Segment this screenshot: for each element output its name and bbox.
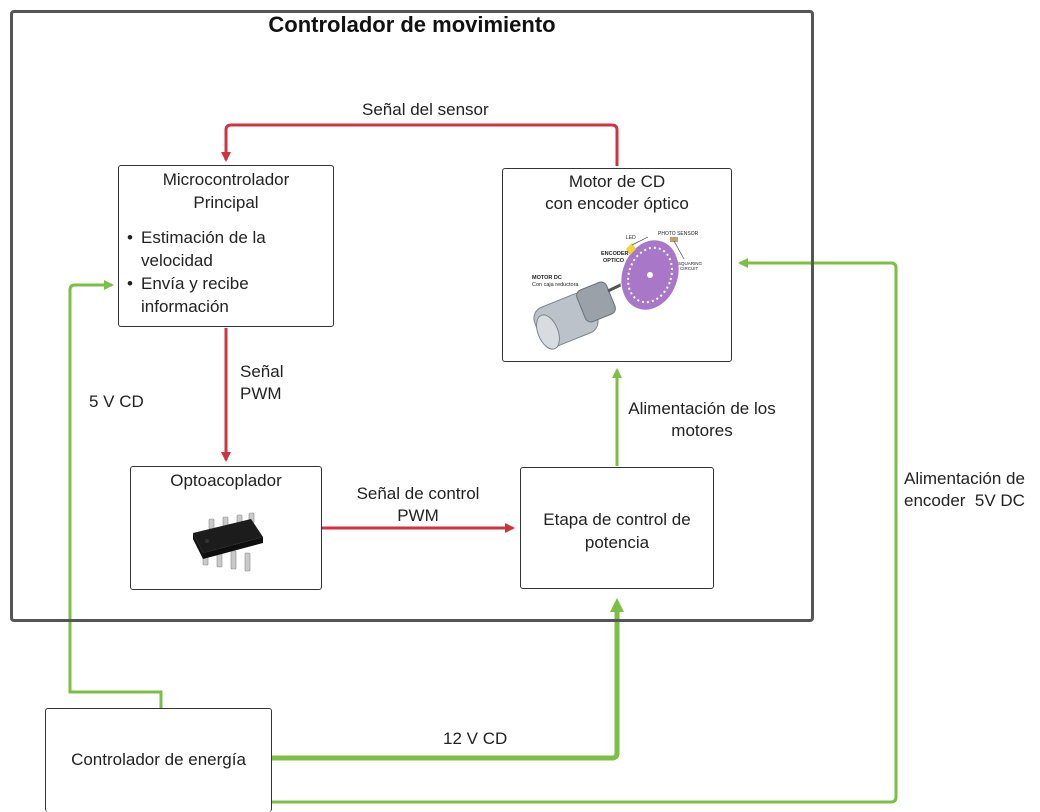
- opto-title: Optoacoplador: [170, 471, 282, 490]
- motor-title-2: con encoder óptico: [545, 194, 689, 213]
- edge-label-motors-2: motores: [671, 421, 733, 440]
- micro-bullet-item: Envía y recibe información: [125, 272, 333, 318]
- edge-label-control-1: Señal de control: [356, 484, 480, 503]
- 12v-power-arrow: [272, 598, 624, 761]
- img-label-photo: PHOTO SENSOR: [658, 231, 699, 237]
- encoder-motor-illustration: ENCODER OPTICO LED PHOTO SENSOR SQUARING…: [532, 231, 703, 350]
- node-microcontroller: Microcontrolador Principal Estimación de…: [118, 165, 334, 327]
- img-label-gearbox: Con caja reductora: [532, 282, 579, 288]
- edge-label-12v: 12 V CD: [443, 729, 508, 748]
- edge-label-pwm-2: PWM: [240, 384, 282, 403]
- 5v-power-arrow: [68, 280, 163, 708]
- node-optocoupler: Optoacoplador: [130, 466, 322, 590]
- img-label-encoder: ENCODER: [601, 251, 629, 257]
- img-label-motor: MOTOR DC: [532, 275, 562, 281]
- optocoupler-chip-icon: [193, 512, 263, 572]
- node-power-stage: Etapa de control de potencia: [520, 467, 714, 589]
- edge-label-encoder-2: encoder 5V DC: [904, 491, 1025, 510]
- img-label-circuit: CIRCUIT: [680, 266, 698, 271]
- edge-label-5v: 5 V CD: [89, 392, 144, 411]
- power-stage-line-2: potencia: [584, 533, 650, 552]
- diagram-title: Controlador de movimiento: [268, 12, 556, 37]
- img-label-optico: OPTICO: [603, 258, 625, 264]
- img-label-led: LED: [626, 235, 636, 241]
- node-energy-controller: Controlador de energía: [45, 708, 272, 812]
- micro-title-1: Microcontrolador: [162, 170, 290, 189]
- encoder-power-arrow: [272, 258, 898, 804]
- energy-controller-title: Controlador de energía: [71, 750, 246, 769]
- edge-label-control-2: PWM: [397, 506, 439, 525]
- img-label-squaring: SQUARING: [678, 261, 703, 266]
- edge-label-motors-1: Alimentación de los: [628, 399, 776, 418]
- micro-title-2: Principal: [193, 193, 259, 212]
- edge-label-pwm-1: Señal: [240, 362, 284, 381]
- motion-controller-frame: [10, 10, 814, 622]
- edge-label-encoder-1: Alimentación de: [904, 469, 1025, 488]
- micro-bullet-item: Estimación de la velocidad: [125, 226, 333, 272]
- power-stage-line-1: Etapa de control de: [543, 510, 691, 529]
- motor-title-1: Motor de CD: [568, 172, 666, 191]
- edge-label-sensor: Señal del sensor: [362, 100, 489, 119]
- sensor-signal-arrow: [221, 123, 619, 166]
- node-dc-motor: Motor de CD con encoder óptico ENCODER O…: [502, 168, 732, 362]
- micro-bullet-list: Estimación de la velocidad Envía y recib…: [125, 226, 333, 318]
